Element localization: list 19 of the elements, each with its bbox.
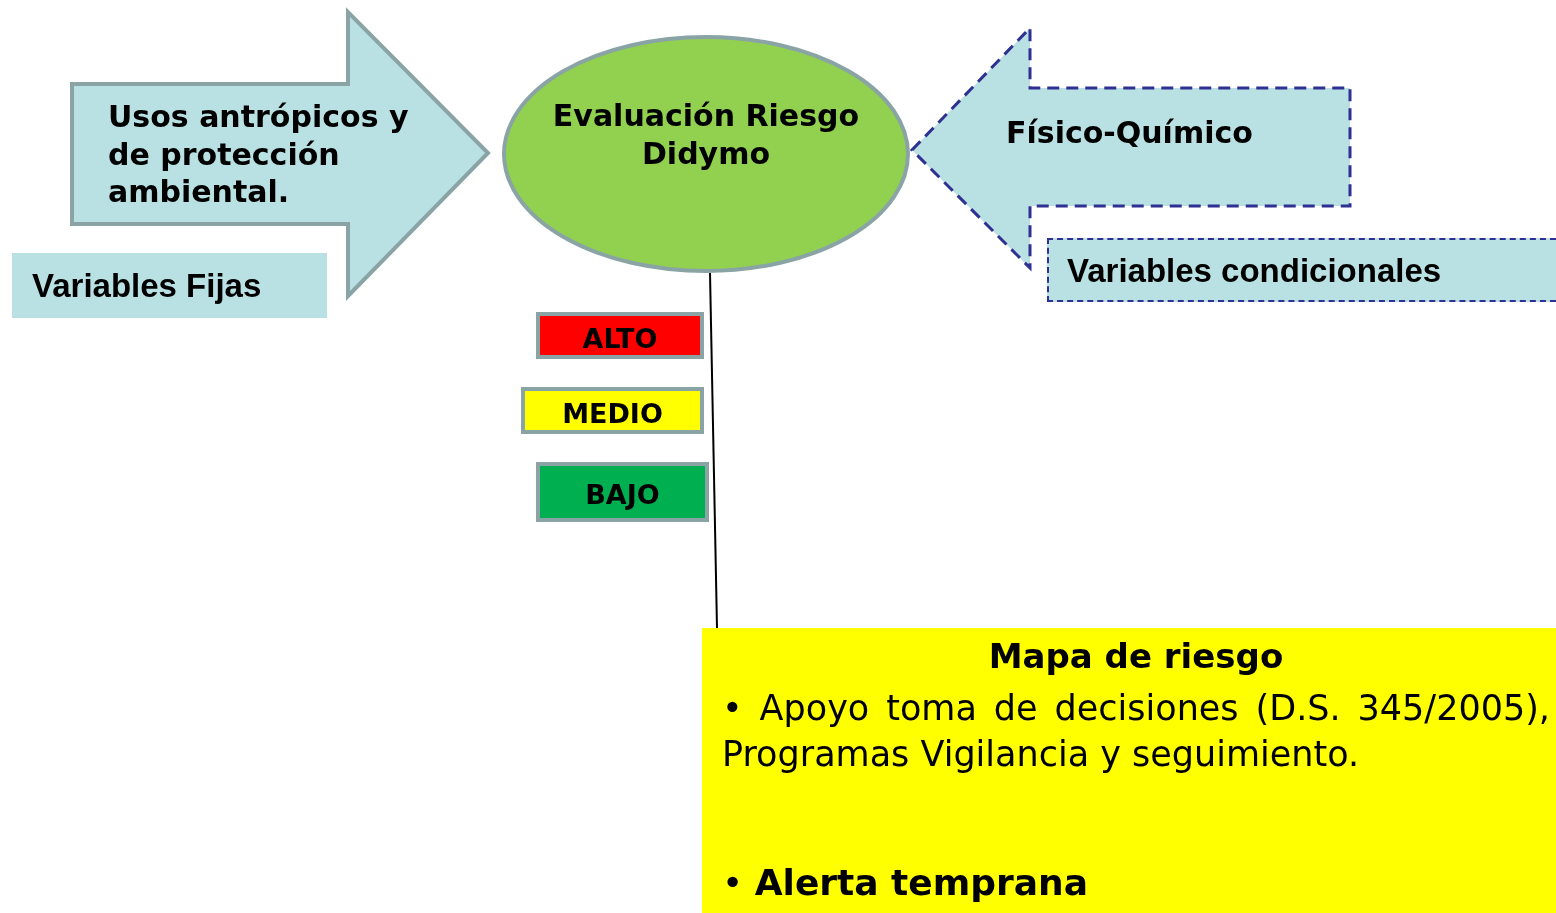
connector-line <box>709 272 718 629</box>
node-label: Evaluación Riesgo Didymo <box>552 97 860 172</box>
bullet-paragraph: • Alerta temprana <box>722 861 1089 905</box>
panel-heading: Mapa de riesgo <box>987 635 1285 678</box>
node-label: Variables Fijas <box>32 266 263 306</box>
risk-level-box <box>536 312 704 359</box>
node-label: BAJO <box>584 478 661 512</box>
bullet-paragraph: • Apoyo toma de decisiones (D.S. 345/2005), Programas Vigilancia y seguimiento. <box>722 687 1550 776</box>
node-label: Usos antrópicos y de protección ambiental. <box>108 98 410 211</box>
node-label: MEDIO <box>561 397 664 431</box>
dashed-label-box <box>1047 238 1556 302</box>
node-label: ALTO <box>581 322 659 356</box>
risk-level-box <box>536 462 709 522</box>
node-label: Físico-Químico <box>1006 114 1254 152</box>
node-label: Variables condicionales <box>1067 251 1443 291</box>
label-box <box>12 253 327 318</box>
info-panel <box>702 628 1556 913</box>
risk-level-box <box>521 387 704 434</box>
risk-ellipse <box>502 35 910 273</box>
